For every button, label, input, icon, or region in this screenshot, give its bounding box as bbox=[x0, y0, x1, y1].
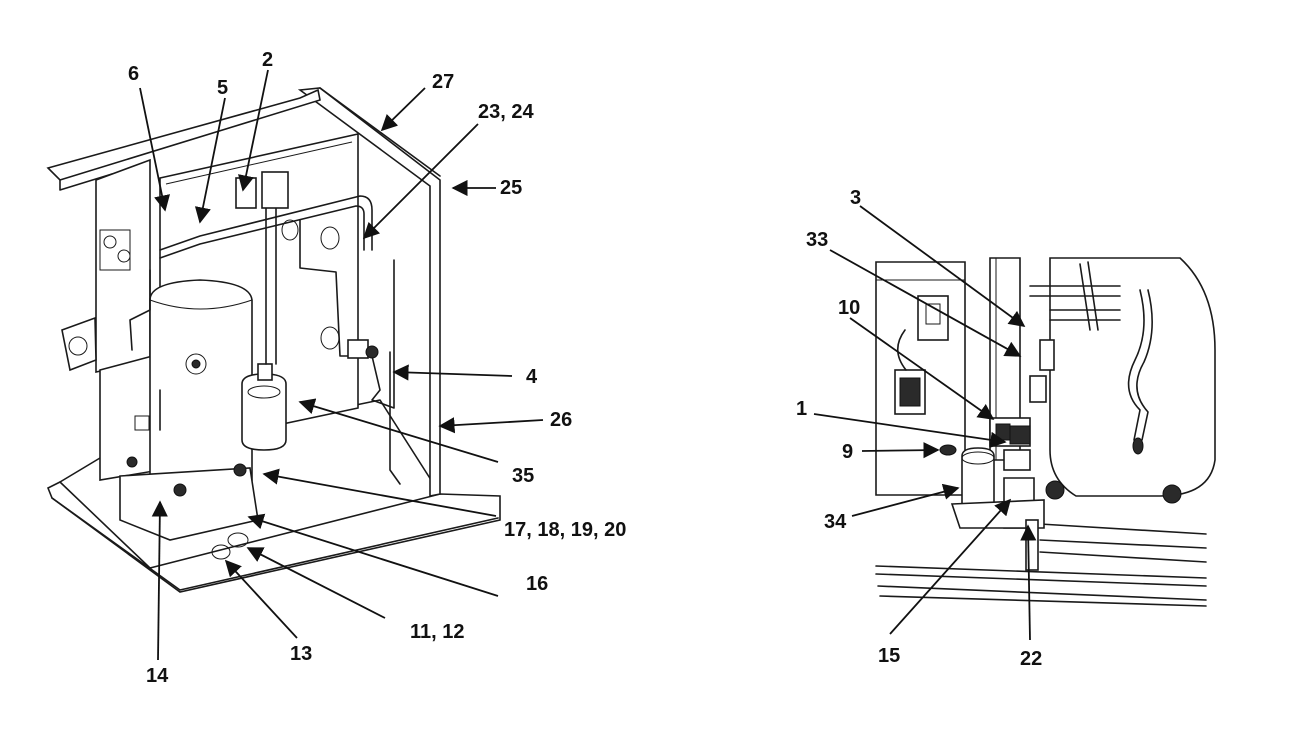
callout-labels-right: 3 33 10 1 9 34 15 22 bbox=[796, 187, 1042, 670]
callout-25: 25 bbox=[500, 177, 522, 199]
callout-13: 13 bbox=[290, 643, 312, 665]
callout-15: 15 bbox=[878, 645, 900, 667]
callout-23-24: 23, 24 bbox=[478, 101, 534, 123]
callout-10: 10 bbox=[838, 297, 860, 319]
callout-9: 9 bbox=[842, 441, 853, 463]
control-box bbox=[95, 158, 151, 373]
callout-4: 4 bbox=[526, 366, 538, 388]
callout-2: 2 bbox=[262, 49, 273, 71]
callout-labels-left: 6 5 2 27 23, 24 25 4 26 35 17, 18, 19, 2… bbox=[128, 49, 626, 687]
right-compressor bbox=[1049, 257, 1216, 497]
callout-22: 22 bbox=[1020, 648, 1042, 670]
callout-16: 16 bbox=[526, 573, 548, 595]
top-rail bbox=[46, 88, 321, 181]
callout-6: 6 bbox=[128, 63, 139, 85]
callout-14: 14 bbox=[146, 665, 169, 687]
base-gaskets bbox=[211, 532, 249, 560]
left-unit-illustration bbox=[46, 87, 501, 593]
leader-lines bbox=[139, 69, 1037, 661]
callout-17-20: 17, 18, 19, 20 bbox=[504, 519, 626, 541]
callout-3: 3 bbox=[850, 187, 861, 209]
callout-11-12: 11, 12 bbox=[410, 621, 465, 643]
callout-27: 27 bbox=[432, 71, 454, 93]
callout-33: 33 bbox=[806, 229, 828, 251]
callout-35: 35 bbox=[512, 465, 534, 487]
callout-1: 1 bbox=[796, 398, 807, 420]
right-unit-illustration bbox=[875, 257, 1216, 607]
callout-26: 26 bbox=[550, 409, 572, 431]
callout-34: 34 bbox=[824, 511, 847, 533]
callout-5: 5 bbox=[217, 77, 228, 99]
